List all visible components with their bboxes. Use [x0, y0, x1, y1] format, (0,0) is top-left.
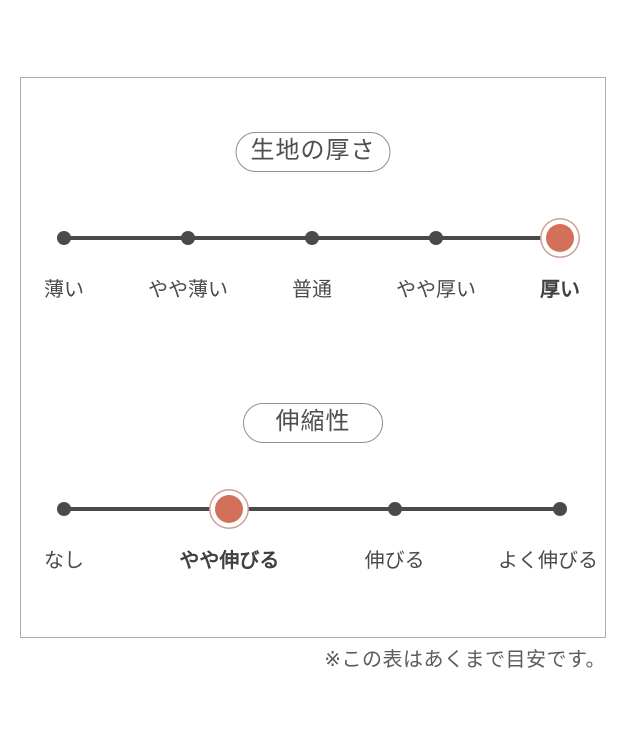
scale-option-label: やや薄い	[148, 279, 228, 301]
scale-dot	[429, 231, 443, 245]
fabric-thickness-title-badge: 生地の厚さ	[235, 132, 391, 172]
fabric-thickness-labels: 薄い やや薄い 普通 やや厚い 厚い	[21, 276, 605, 304]
scale-dot	[57, 502, 71, 516]
scale-line	[64, 507, 560, 511]
scale-dot-selected	[215, 495, 244, 523]
stretchiness-labels: なし やや伸びる 伸びる よく伸びる	[21, 547, 605, 575]
scale-dot	[57, 231, 71, 245]
scale-option-label: 伸びる	[364, 550, 425, 572]
scale-option-label: よく伸びる	[498, 550, 598, 572]
scale-dot	[553, 502, 567, 516]
scale-option-label: なし	[44, 550, 84, 572]
scale-option-label: 薄い	[44, 279, 84, 301]
stretchiness-title: 伸縮性	[275, 408, 351, 435]
stretchiness-scale: 伸縮性 なし やや伸びる 伸びる よく伸びる	[21, 403, 605, 575]
scale-option-label: やや伸びる	[179, 550, 280, 572]
scale-option-label: 普通	[292, 279, 332, 301]
spec-chart-frame: 生地の厚さ 薄い やや薄い 普通 やや厚い 厚い 伸縮性 なし やや伸びる 伸びる よく伸びる	[20, 77, 606, 638]
stretchiness-title-badge: 伸縮性	[243, 403, 383, 443]
scale-option-label: 厚い	[540, 279, 580, 301]
scale-dot	[305, 231, 319, 245]
scale-option-label: やや厚い	[396, 279, 476, 301]
scale-dot	[181, 231, 195, 245]
fabric-thickness-scale: 生地の厚さ 薄い やや薄い 普通 やや厚い 厚い	[21, 132, 605, 304]
fabric-thickness-title: 生地の厚さ	[250, 137, 376, 164]
disclaimer-note: ※この表はあくまで目安です。	[324, 649, 606, 671]
scale-dot-selected	[546, 224, 574, 252]
scale-dot	[387, 502, 402, 516]
